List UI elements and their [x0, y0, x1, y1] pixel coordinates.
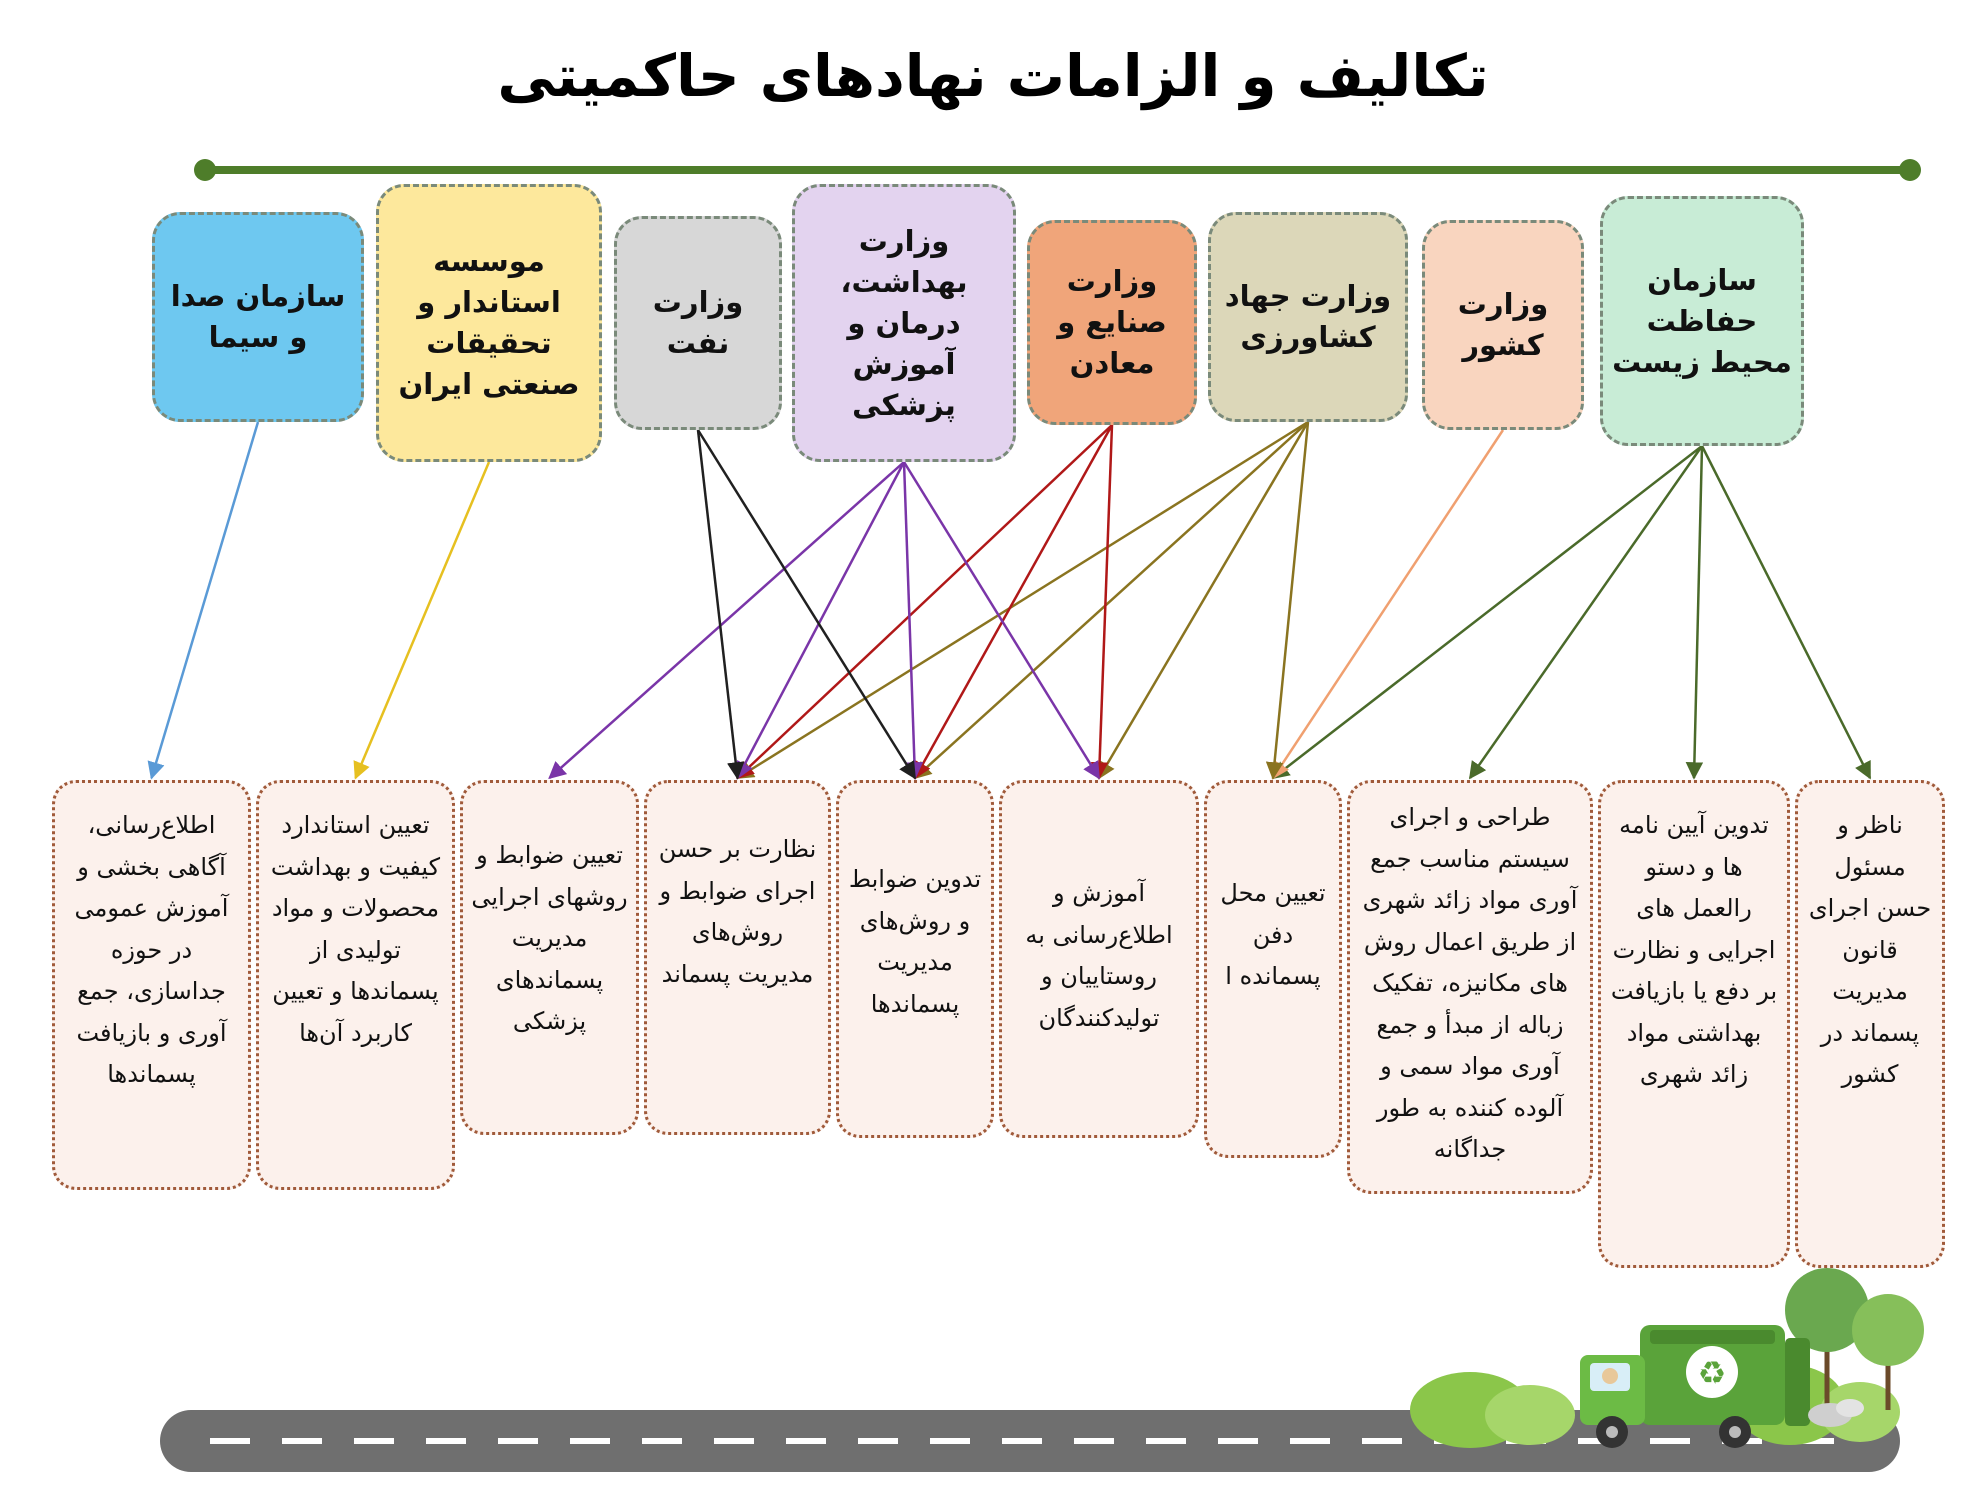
road-dash	[570, 1438, 610, 1444]
org-box-health: وزارت بهداشت، درمان و آموزش پزشکی	[792, 184, 1016, 462]
connector-agriculture-to-d5	[1097, 421, 1310, 780]
duty-box: تدوین ضوابط و روش‌های مدیریت پسماندها	[836, 780, 994, 1138]
road-dash	[1794, 1438, 1834, 1444]
road-dash	[1290, 1438, 1330, 1444]
org-box-environment: سازمان حفاظت محیط زیست	[1600, 196, 1804, 446]
org-box-interior: وزارت کشور	[1422, 220, 1584, 430]
org-label: سازمان صدا و سیما	[170, 279, 346, 354]
garbage-truck-icon: ♻	[1580, 1325, 1864, 1448]
org-box-industry: وزارت صنایع و معادن	[1027, 220, 1197, 425]
road-dashes	[210, 1438, 1834, 1444]
road-dash	[282, 1438, 322, 1444]
duty-box: تدوین آیین نامه ها و دستو رالعمل های اجر…	[1598, 780, 1790, 1268]
recycle-icon	[1686, 1346, 1738, 1398]
road-dash	[930, 1438, 970, 1444]
org-label: وزارت صنایع و معادن	[1057, 264, 1167, 380]
connector-health-to-d6	[902, 461, 924, 780]
connector-standard-to-d9	[353, 461, 491, 780]
duty-box: تعیین محل دفن پسمانده ا	[1204, 780, 1342, 1158]
connector-health-to-d8	[548, 461, 905, 780]
connector-environment-to-d1	[1700, 445, 1872, 780]
road-dash	[786, 1438, 826, 1444]
tree-icon	[1785, 1268, 1924, 1410]
timeline-start-dot	[194, 159, 216, 181]
road-dash	[1002, 1438, 1042, 1444]
road-dash	[1146, 1438, 1186, 1444]
duty-box: طراحی و اجرای سیستم مناسب جمع آوری مواد …	[1347, 780, 1593, 1194]
svg-text:♻: ♻	[1698, 1354, 1727, 1392]
road-dash	[1074, 1438, 1114, 1444]
connector-agriculture-to-d4	[1265, 421, 1310, 780]
org-label: موسسه استاندار و تحقیقات صنعتی ایران	[398, 244, 580, 401]
connector-agriculture-to-d6	[913, 421, 1309, 780]
connector-environment-to-d4	[1271, 445, 1703, 780]
connector-interior-to-d4	[1271, 429, 1505, 780]
road-dash	[1578, 1438, 1618, 1444]
connector-industry-to-d5	[1090, 424, 1114, 780]
road-dash	[210, 1438, 250, 1444]
road-dash	[642, 1438, 682, 1444]
org-box-standard: موسسه استاندار و تحقیقات صنعتی ایران	[376, 184, 602, 462]
connector-agriculture-to-d7	[736, 420, 1309, 780]
road-dash	[1362, 1438, 1402, 1444]
org-box-agriculture: وزارت جهاد کشاورزی	[1208, 212, 1408, 422]
timeline-line	[194, 159, 1921, 181]
timeline-end-dot	[1899, 159, 1921, 181]
connector-broadcast-to-d10	[147, 421, 260, 780]
connector-health-to-d7	[736, 461, 906, 780]
org-box-oil: وزارت نفت	[614, 216, 782, 430]
connector-industry-to-d6	[913, 424, 1114, 780]
road-dash	[426, 1438, 466, 1444]
connector-environment-to-d3	[1468, 445, 1704, 780]
road-dash	[354, 1438, 394, 1444]
org-box-broadcast: سازمان صدا و سیما	[152, 212, 364, 422]
road-dash	[714, 1438, 754, 1444]
connector-oil-to-d7	[696, 429, 745, 780]
org-label: وزارت کشور	[1457, 287, 1549, 362]
connector-environment-to-d2	[1685, 445, 1704, 780]
duty-box: تعیین ضوابط و روشهای اجرایی مدیریت پسمان…	[460, 780, 639, 1135]
duty-box: ناظر و مسئول حسن اجرای قانون مدیریت پسما…	[1795, 780, 1945, 1268]
connector-industry-to-d7	[736, 424, 1113, 780]
duty-box: اطلاع‌رسانی، آگاهی بخشی و آموزش عمومی در…	[52, 780, 251, 1190]
connector-health-to-d5	[902, 461, 1101, 780]
road-dash	[498, 1438, 538, 1444]
road-dash	[1650, 1438, 1690, 1444]
page-title: تکالیف و الزامات نهادهای حاکمیتی	[497, 42, 1489, 110]
duty-box: تعیین استاندارد کیفیت و بهداشت محصولات و…	[256, 780, 455, 1190]
road-dash	[858, 1438, 898, 1444]
org-label: وزارت نفت	[652, 285, 744, 360]
connector-oil-to-d6	[696, 429, 917, 780]
duty-box: آموزش و اطلاع‌رسانی به روستاییان و تولید…	[999, 780, 1199, 1138]
org-label: وزارت بهداشت، درمان و آموزش پزشکی	[840, 223, 968, 422]
org-label: وزارت جهاد کشاورزی	[1224, 279, 1392, 354]
bush-left-small	[1485, 1385, 1575, 1445]
duty-box: نظارت بر حسن اجرای ضوابط و روش‌های مدیری…	[644, 780, 831, 1135]
road-dash	[1218, 1438, 1258, 1444]
org-label: سازمان حفاظت محیط زیست	[1612, 262, 1792, 379]
